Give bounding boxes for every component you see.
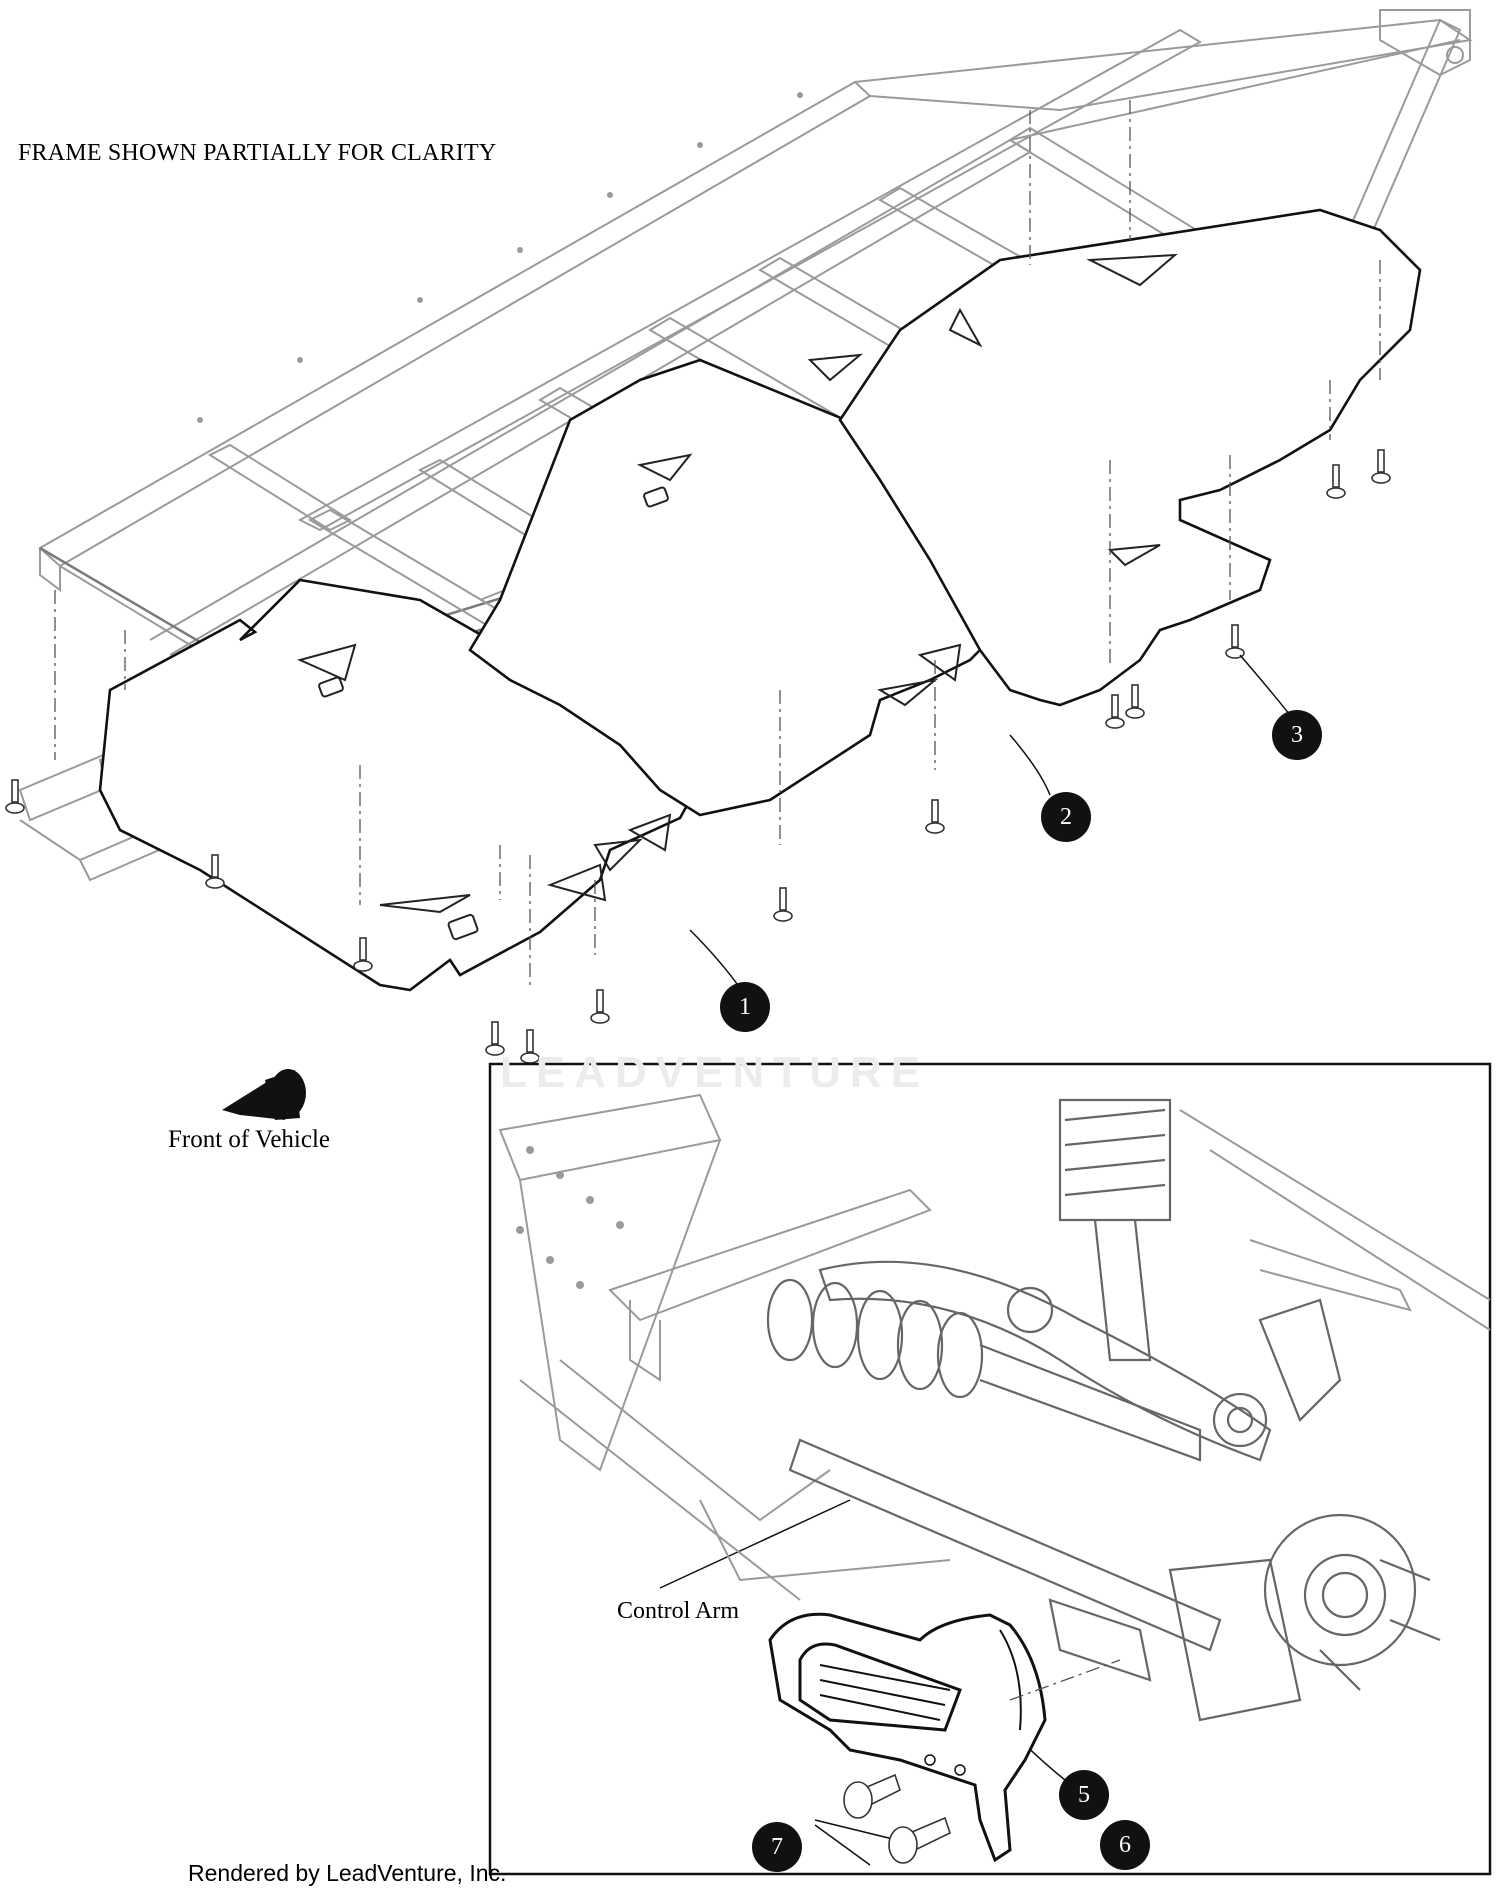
callout-3-number: 3 — [1291, 721, 1303, 748]
front-of-vehicle-label: Front of Vehicle — [168, 1126, 331, 1153]
inset-detail-frame — [488, 1062, 1492, 1876]
callout-5-number: 5 — [1078, 1781, 1090, 1808]
skid-plate-bolts — [5, 449, 1391, 1064]
arrow-cone-icon — [222, 1069, 306, 1120]
callout-3[interactable]: 3 — [1272, 710, 1322, 760]
a-arm-guard — [768, 1612, 1121, 1863]
callout-7[interactable]: 7 — [752, 1822, 802, 1872]
control-arm-label: Control Arm — [617, 1598, 740, 1624]
callout-2[interactable]: 2 — [1041, 792, 1091, 842]
assembly-guide-lines — [54, 100, 1381, 990]
callout-5[interactable]: 5 — [1059, 1770, 1109, 1820]
skid-plate-front — [98, 578, 722, 992]
footer-credit: Rendered by LeadVenture, Inc. — [188, 1860, 507, 1886]
inset-suspension-drawing — [498, 1093, 1491, 1722]
watermark-text: LEADVENTURE — [500, 1048, 930, 1097]
callout-2-number: 2 — [1060, 803, 1072, 830]
callout-6-number: 6 — [1119, 1831, 1131, 1858]
callout-7-number: 7 — [771, 1833, 783, 1860]
skid-plate-rear — [838, 208, 1422, 707]
guard-bolts — [843, 1773, 951, 1864]
callout-6[interactable]: 6 — [1100, 1820, 1150, 1870]
frame-note: FRAME SHOWN PARTIALLY FOR CLARITY — [18, 140, 497, 166]
callout-1-number: 1 — [739, 993, 751, 1020]
callout-1[interactable]: 1 — [720, 982, 770, 1032]
